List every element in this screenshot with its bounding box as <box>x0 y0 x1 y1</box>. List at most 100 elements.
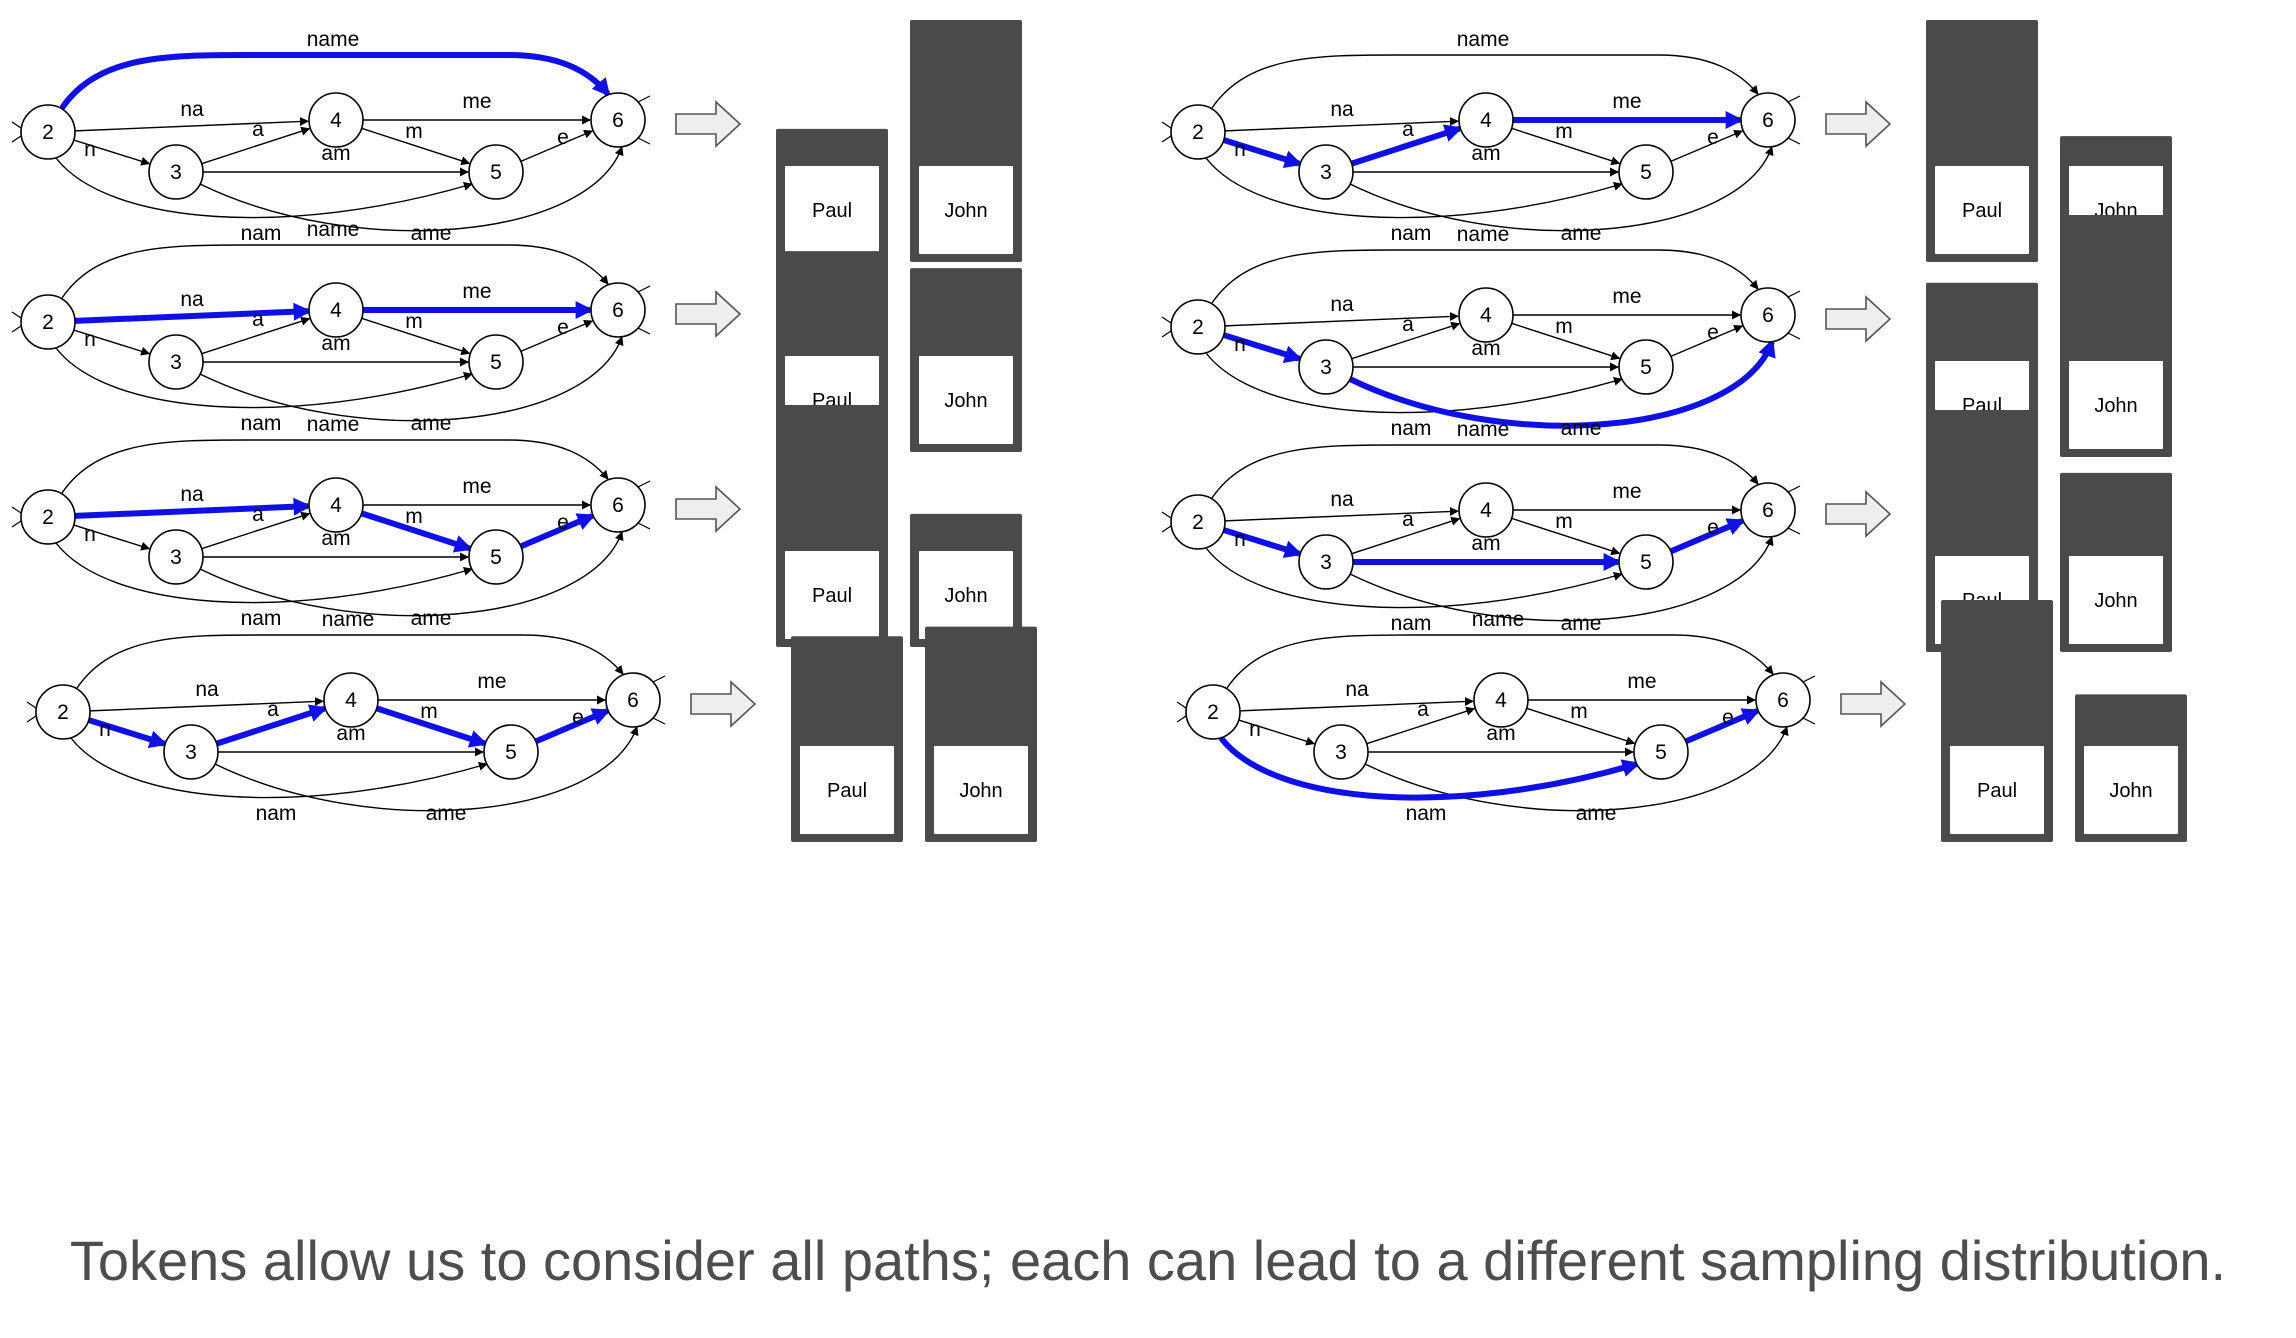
block-arrow-icon <box>1825 100 1892 148</box>
edge-label-name: name <box>1457 28 1510 51</box>
edge-label-e: e <box>1707 321 1719 344</box>
edge-label-nam: nam <box>1391 612 1432 635</box>
edge-label-me: me <box>1627 670 1656 693</box>
node-label-4: 4 <box>330 299 342 322</box>
edge-5-6 <box>1670 130 1744 163</box>
edge-label-m: m <box>1570 700 1588 723</box>
edge-label-a: a <box>1417 698 1429 721</box>
edge-label-am: am <box>1471 532 1500 555</box>
bar-label-box <box>2069 361 2163 449</box>
edge-label-me: me <box>477 670 506 693</box>
edge-2-6 <box>61 244 609 299</box>
node-3 <box>1313 724 1369 780</box>
edge-2-5 <box>55 542 473 604</box>
node-3 <box>1298 144 1354 200</box>
block-arrow-icon <box>675 290 742 338</box>
edge-label-nam: nam <box>241 607 282 630</box>
stub-tick <box>1161 330 1172 338</box>
edge-label-a: a <box>252 118 264 141</box>
node-label-6: 6 <box>612 494 624 517</box>
edge-label-name: name <box>307 28 360 51</box>
edge-4-5-highlighted <box>375 705 488 748</box>
node-label-6: 6 <box>612 299 624 322</box>
bar-label-john: John <box>959 780 1002 802</box>
edge-label-ame: ame <box>1576 802 1617 825</box>
node-label-5: 5 <box>1640 551 1652 574</box>
bar-label-box <box>919 356 1013 444</box>
node-3 <box>1298 339 1354 395</box>
edge-label-m: m <box>405 120 423 143</box>
bar-label-paul: Paul <box>812 585 852 607</box>
node-label-6: 6 <box>612 109 624 132</box>
edge-4-5 <box>1511 517 1621 556</box>
stub-tick <box>1802 717 1816 725</box>
edge-2-5 <box>70 737 488 799</box>
edge-label-na: na <box>180 288 204 311</box>
edge-label-e: e <box>557 126 569 149</box>
block-arrow-icon <box>1825 295 1892 343</box>
stub-tick <box>652 717 666 725</box>
node-4 <box>308 282 364 338</box>
node-label-2: 2 <box>57 701 69 724</box>
edge-2-5 <box>55 157 473 219</box>
node-2 <box>1170 299 1226 355</box>
edge-2-4 <box>74 117 309 132</box>
node-label-5: 5 <box>490 546 502 569</box>
stub-tick <box>1161 316 1172 324</box>
edge-label-name: name <box>322 608 375 631</box>
edge-2-6 <box>1211 249 1759 304</box>
node-label-4: 4 <box>1495 689 1507 712</box>
edge-2-6 <box>1226 634 1774 689</box>
block-arrow-icon <box>1825 490 1892 538</box>
edge-label-name: name <box>1472 608 1525 631</box>
stub-tick <box>11 311 22 319</box>
edge-label-ame: ame <box>411 222 452 245</box>
edge-2-6 <box>76 634 624 689</box>
node-label-5: 5 <box>1640 161 1652 184</box>
edge-2-4 <box>89 697 324 712</box>
node-label-4: 4 <box>1480 499 1492 522</box>
edge-5-6-highlighted <box>534 708 611 745</box>
edge-label-name: name <box>307 413 360 436</box>
bar-label-john: John <box>2109 780 2152 802</box>
edge-label-nam: nam <box>1391 222 1432 245</box>
stub-tick <box>11 135 22 143</box>
node-3 <box>148 529 204 585</box>
stub-tick <box>637 480 651 488</box>
edge-label-am: am <box>336 722 365 745</box>
edge-label-na: na <box>1330 488 1354 511</box>
node-2 <box>1185 684 1241 740</box>
bar-label-box <box>2069 556 2163 644</box>
node-label-6: 6 <box>627 689 639 712</box>
edge-label-e: e <box>572 706 584 729</box>
bar-label-box <box>1935 166 2029 254</box>
node-label-4: 4 <box>1480 109 1492 132</box>
edge-label-am: am <box>321 332 350 355</box>
node-5 <box>483 724 539 780</box>
edge-label-ame: ame <box>426 802 467 825</box>
edge-label-me: me <box>462 475 491 498</box>
stub-tick <box>637 327 651 335</box>
edge-label-nam: nam <box>1406 802 1447 825</box>
edge-2-3-highlighted <box>1222 527 1303 558</box>
edge-2-5 <box>1205 352 1623 414</box>
edge-3-6 <box>199 146 624 232</box>
edge-label-na: na <box>180 483 204 506</box>
edge-label-na: na <box>1345 678 1369 701</box>
bar-label-box <box>800 746 894 834</box>
edge-label-am: am <box>1486 722 1515 745</box>
bar-label-paul: Paul <box>812 200 852 222</box>
edge-label-a: a <box>252 308 264 331</box>
node-3 <box>163 724 219 780</box>
edge-3-4 <box>201 126 311 165</box>
bar-label-box <box>1950 746 2044 834</box>
edge-2-6 <box>1211 54 1759 109</box>
node-4 <box>1458 482 1514 538</box>
edge-label-m: m <box>1555 315 1573 338</box>
node-label-5: 5 <box>1640 356 1652 379</box>
node-6 <box>605 672 661 728</box>
edge-label-na: na <box>195 678 219 701</box>
node-6 <box>1740 482 1796 538</box>
edge-3-4 <box>1351 516 1461 555</box>
